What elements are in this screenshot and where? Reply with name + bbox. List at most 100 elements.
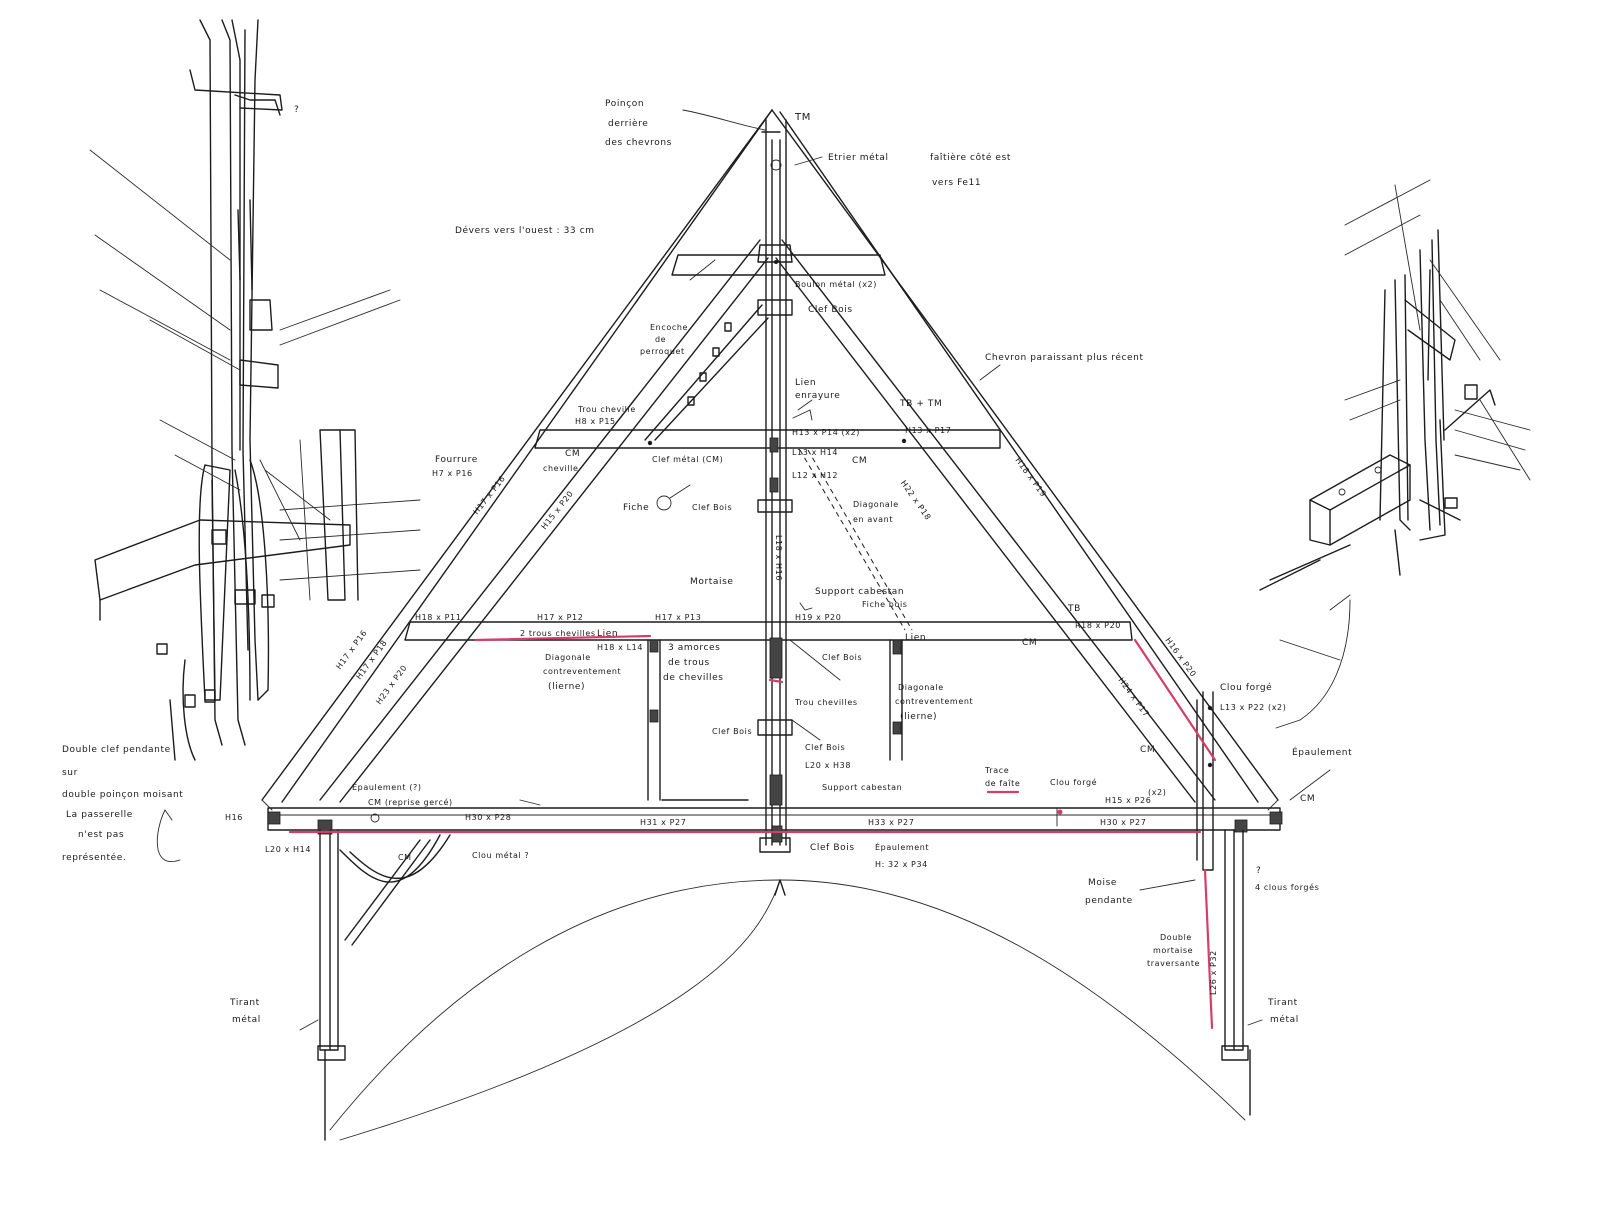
right-principal: [781, 239, 1216, 801]
label-diag-avant-2: en avant: [853, 515, 893, 524]
label-cm-left-upper: CM: [565, 449, 580, 459]
label-r18-p20: R18 x P20: [1075, 621, 1121, 630]
label-h19-p20: H19 x P20: [795, 613, 841, 622]
label-epaulement-low-dim: H: 32 x P34: [875, 860, 928, 869]
label-lien-right: Lien: [905, 633, 926, 643]
red-highlights: [288, 634, 1217, 1030]
label-tm-top: TM: [794, 112, 811, 123]
label-tb-right: TB: [1067, 604, 1081, 614]
labels: TM Poinçon derrière des chevrons Etrier …: [62, 99, 1352, 1025]
label-3-amorces-3: de chevilles: [663, 673, 724, 683]
main-truss: [156, 109, 1351, 1141]
label-l20-h14: L20 x H14: [265, 845, 311, 854]
label-poincon-3: des chevrons: [605, 138, 672, 148]
label-tb-tm: TB + TM: [899, 399, 942, 409]
label-h17-p12: H17 x P12: [537, 613, 583, 622]
label-tirant-right-2: métal: [1270, 1014, 1299, 1025]
label-clou-metal: Clou métal ?: [472, 850, 529, 860]
right-rafter-outer: [771, 109, 1279, 801]
label-cm-r2: CM: [1140, 745, 1155, 755]
right-perspective-sketch: [1259, 179, 1531, 591]
label-epaulement-r: Épaulement: [1292, 746, 1352, 758]
label-support-cabestan: Support cabestan: [815, 587, 904, 597]
label-question-r: ?: [1256, 866, 1261, 876]
label-poincon-2: derrière: [608, 118, 648, 129]
label-clou-forge-r1: Clou forgé: [1220, 682, 1272, 693]
label-h31-p27: H31 x P27: [640, 818, 686, 827]
label-x2-r: (x2): [1148, 788, 1166, 797]
note-line-5: n'est pas: [78, 830, 124, 840]
mark-9: ?: [294, 105, 299, 115]
note-line-6: représentée.: [62, 852, 126, 863]
lower-collar: [404, 621, 1133, 641]
label-cm-low: CM: [398, 853, 412, 862]
label-clef-metal: Clef métal (CM): [652, 454, 723, 464]
label-h18-p11: H18 x P11: [415, 613, 461, 622]
label-poincon: Poinçon: [605, 99, 644, 109]
top-collar: [671, 254, 886, 276]
label-l26-p32: L26 x P32: [1209, 950, 1218, 995]
label-h15-p26: H15 x P26: [1105, 796, 1151, 805]
label-diag-left-2: contreventement: [543, 667, 621, 676]
label-cheville: cheville: [543, 464, 579, 473]
label-epaulement-low: Épaulement: [875, 841, 929, 852]
label-fiche-bois: Fiche bois: [862, 600, 908, 609]
label-double-mortaise-2: mortaise: [1153, 946, 1193, 955]
label-lien-left: Lien: [597, 629, 618, 639]
label-clef-bois-low: Clef Bois: [810, 843, 855, 853]
label-clef-bois-c2: Clef Bois: [712, 727, 752, 736]
label-l20-h38: L20 x H38: [805, 761, 851, 770]
label-h17-p13: H17 x P13: [655, 613, 701, 622]
label-h30-p27: H30 x P27: [1100, 818, 1146, 827]
label-clou-forge-r2: Clou forgé: [1050, 777, 1097, 787]
label-diag-right-2: contreventement: [895, 697, 973, 706]
label-cm-right: CM: [1022, 638, 1037, 648]
label-trou-cheville-dim: H8 x P15: [575, 417, 616, 426]
label-mortaise: Mortaise: [690, 577, 734, 587]
left-principal: [319, 239, 761, 801]
label-diag-left-3: (lierne): [548, 682, 585, 692]
label-boulon: Boulon métal (x2): [795, 279, 877, 289]
label-encoche-3: perroquet: [640, 347, 685, 356]
label-tirant-left: Tirant: [229, 998, 260, 1008]
label-lien: Lien: [795, 378, 816, 388]
left-perspective-sketch: ?: [89, 19, 421, 761]
label-faitiere: faîtière côté est: [930, 152, 1011, 163]
label-2-trous: 2 trous chevilles: [520, 629, 596, 638]
label-4-clous: 4 clous forgés: [1255, 882, 1319, 892]
label-3-amorces: 3 amorces: [668, 643, 720, 653]
note-line-3: double poinçon moisant: [62, 790, 183, 800]
label-encoche: Encoche: [650, 323, 688, 332]
label-h33-p27: H33 x P27: [868, 818, 914, 827]
label-moise-2: pendante: [1085, 896, 1133, 906]
label-fiche: Fiche: [623, 503, 649, 513]
label-trou-cheville: Trou cheville: [577, 405, 636, 414]
label-cm-reprise: CM (reprise gercé): [368, 797, 453, 807]
label-support-cabestan-2: Support cabestan: [822, 783, 902, 792]
label-l12-h12: L12 x H12: [792, 471, 838, 480]
label-etrier: Etrier métal: [828, 152, 889, 163]
label-vers-fe11: vers Fe11: [932, 178, 981, 188]
label-cm-far-right: CM: [1300, 794, 1315, 804]
label-h30-p28: H30 x P28: [465, 813, 511, 822]
label-clef-bois-mid: Clef Bois: [692, 503, 732, 512]
label-enrayure: enrayure: [795, 391, 840, 401]
note-line-4: La passerelle: [66, 810, 133, 820]
label-h24-p17: H24 x P17: [1116, 676, 1151, 719]
middle-collar: [534, 429, 1001, 449]
label-clef-bois-c1: Clef Bois: [822, 653, 862, 662]
label-trace: Trace: [984, 766, 1009, 775]
label-epaulement-left: Épaulement (?): [352, 781, 422, 792]
label-tirant-right: Tirant: [1267, 998, 1298, 1008]
label-chevron-recent: Chevron paraissant plus récent: [985, 352, 1144, 363]
label-diag-right: Diagonale: [898, 683, 944, 692]
label-trace-2: de faîte: [985, 779, 1020, 788]
note-line-2: sur: [62, 768, 78, 778]
label-h23-p20: H23 x P20: [374, 663, 409, 706]
label-cm-center: CM: [852, 456, 867, 466]
label-devers: Dévers vers l'ouest : 33 cm: [455, 225, 595, 236]
label-diag-left: Diagonale: [545, 653, 591, 662]
label-double-mortaise-3: traversante: [1147, 959, 1200, 968]
